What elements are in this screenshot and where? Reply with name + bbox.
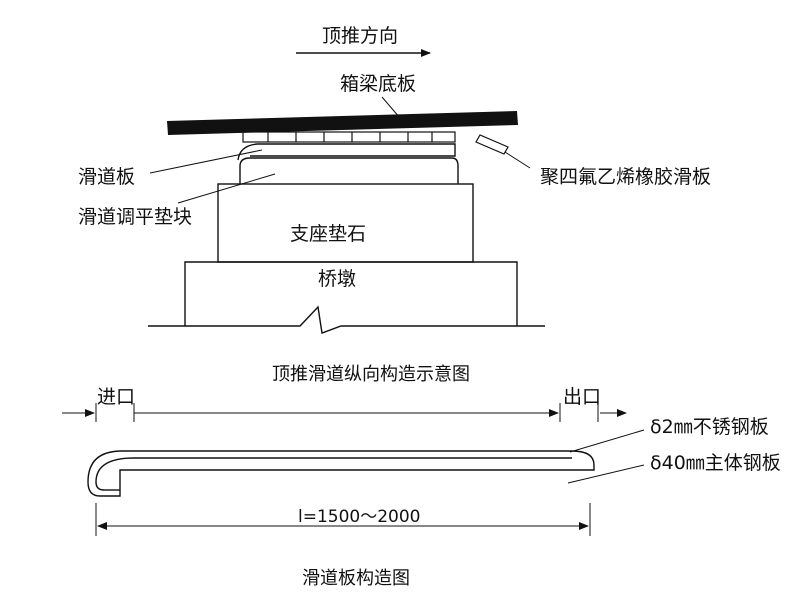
ptfe-pad-loose [475,134,509,155]
ptfe-pad-row [242,131,456,143]
push-direction-label: 顶推方向 [322,25,398,47]
main-steel-plate-outline [87,450,595,497]
entrance-label: 进口 [97,386,135,408]
top-diagram-caption: 顶推滑道纵向构造示意图 [272,364,470,385]
bearing-stone-label: 支座垫石 [290,223,366,245]
main-plate-leader [567,464,645,484]
slide-plate-shape [237,143,456,161]
ground-break-line [148,305,545,334]
length-label: l=1500～2000 [298,507,421,527]
leveling-block-leader [177,173,276,204]
length-dimension [95,503,591,536]
exit-label: 出口 [563,386,601,408]
pier-label: 桥墩 [318,268,356,290]
ptfe-pad-strip [242,131,456,143]
main-plate-label: δ40㎜主体钢板 [650,452,781,474]
slide-plate-leader [149,149,263,174]
box-girder-bottom-plate [167,111,518,135]
leveling-block-label: 滑道调平垫块 [78,206,192,228]
slide-plate-label: 滑道板 [78,166,135,188]
slide-plate-section [87,450,595,497]
ptfe-pad-leader [504,151,531,169]
leveling-block-shape [239,157,459,184]
pier-shape [184,261,518,326]
stainless-plate-curve [95,457,135,491]
ptfe-pad-label: 聚四氟乙烯橡胶滑板 [540,166,711,188]
bottom-diagram-caption: 滑道板构造图 [302,568,410,589]
stainless-plate-label: δ2㎜不锈钢板 [650,416,769,438]
push-direction-group: 顶推方向 [296,25,431,57]
box-girder-label: 箱梁底板 [340,73,416,95]
stainless-plate-leader [569,429,645,453]
entrance-exit-dimension [62,403,627,422]
